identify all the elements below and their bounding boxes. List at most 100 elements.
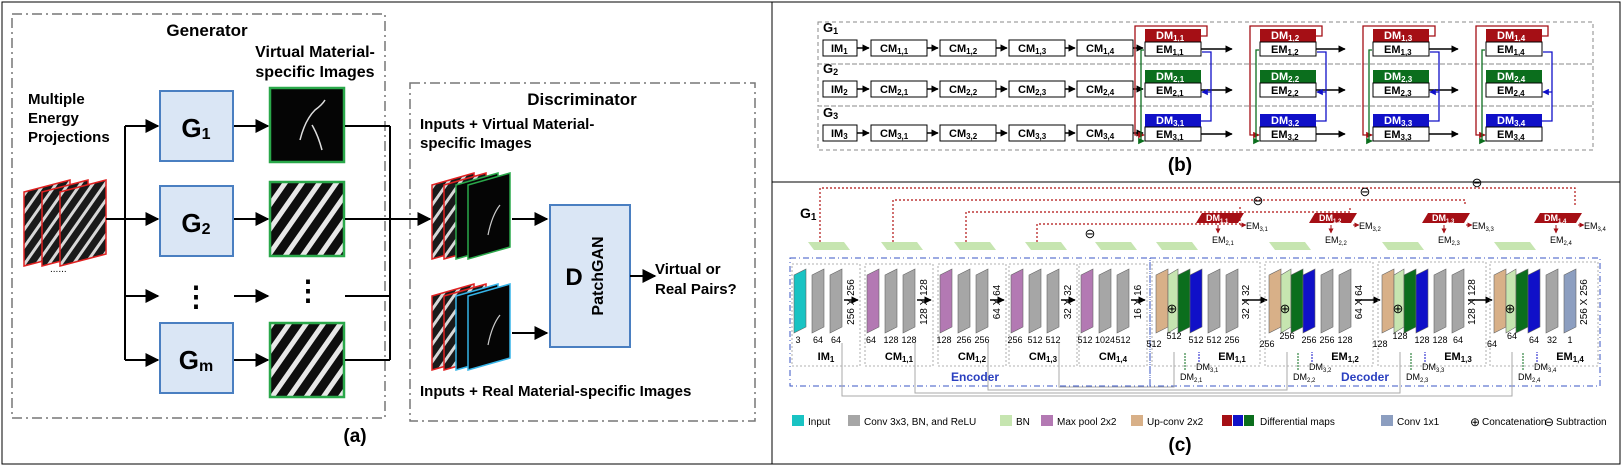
channel-count: 512 [1206, 335, 1221, 345]
bn-slab [1494, 242, 1536, 250]
concat-symbol: ⊕ [1167, 301, 1178, 316]
dm-feedback-line [1256, 49, 1259, 141]
skip-connection [965, 206, 1351, 242]
differential-map-slab [1515, 268, 1529, 334]
svg-text:D: D [565, 264, 582, 291]
em-label: EM2,2 [1271, 85, 1299, 98]
concat-symbol: ⊕ [1505, 301, 1516, 316]
block-size: 16 X 16 [1133, 284, 1144, 319]
conv-slab [1433, 268, 1447, 334]
cm-label: CM3,3 [1018, 128, 1047, 141]
channel-count: 3 [795, 335, 800, 345]
em-right-label: EM3,2 [1359, 221, 1382, 233]
row-box [817, 63, 1594, 107]
dm-feedback-line [1542, 51, 1553, 122]
em-label: EM3,1 [1156, 129, 1184, 142]
em-label: EM3,4 [1497, 129, 1525, 142]
skip-connection [892, 199, 1466, 242]
concat-line [1058, 343, 1175, 388]
cm-label: CM3,4 [1086, 128, 1115, 141]
channel-count: 64 [1507, 331, 1517, 341]
dm-label: DM1,3 [1384, 30, 1413, 43]
em-label: EM2,4 [1497, 85, 1525, 98]
conv-slab [829, 268, 843, 334]
output-label-line2: Real Pairs? [655, 281, 737, 298]
inputs-real-label: Inputs + Real Material-specific Images [420, 383, 691, 400]
block-size: 256 X 256 [1579, 279, 1590, 325]
em-label: EM3,3 [1384, 129, 1412, 142]
em-label: EM1,2 [1271, 44, 1299, 57]
caption-b: (b) [1168, 155, 1192, 176]
im-label: IM2 [831, 84, 848, 97]
conv-slab [884, 268, 898, 334]
legend-swatch [1041, 415, 1053, 426]
cm-label: CM2,3 [1018, 84, 1047, 97]
em-label: EM2,1 [1156, 85, 1184, 98]
virtual-pair-stack [431, 172, 511, 260]
block-label: EM1,3 [1444, 351, 1472, 364]
block-frame [864, 263, 934, 367]
bn-slab [954, 242, 996, 250]
em-below-label: EM2,2 [1325, 235, 1348, 247]
differential-map-slab [1290, 268, 1304, 334]
channel-count: 256 [956, 335, 971, 345]
legend-label: Conv 1x1 [1397, 417, 1440, 428]
cm-label: CM1,2 [949, 43, 978, 56]
channel-count: 128 [1432, 335, 1447, 345]
virtual-image-2 [268, 180, 346, 258]
encoder-label: Encoder [951, 370, 999, 384]
dm-label: DM1,1 [1156, 30, 1185, 43]
generator-title: Generator [166, 21, 248, 40]
concat-line [841, 343, 1513, 397]
channel-count: 256 [1259, 339, 1274, 349]
legend-symbol: ⊕ [1470, 415, 1480, 429]
differential-map-slab [1302, 268, 1316, 334]
legend-label: Input [808, 417, 830, 428]
dm-label: DM3,3 [1384, 115, 1413, 128]
conv-slab [1207, 268, 1221, 334]
cm-label: CM2,2 [949, 84, 978, 97]
differential-map-slab [1415, 268, 1429, 334]
block-frame [937, 263, 1007, 367]
legend-label: Concatenation [1482, 417, 1547, 428]
input-image-stack: ...... [23, 179, 107, 275]
dm-feedback-line [1201, 51, 1212, 122]
differential-map-slab [1177, 268, 1191, 334]
cm-label: CM1,3 [1018, 43, 1047, 56]
maxpool-slab [1010, 268, 1024, 334]
channel-count: 64 [813, 335, 823, 345]
dm-label: DM1,4 [1497, 30, 1526, 43]
dm-feedback-line [1249, 25, 1323, 139]
bn-slab [1269, 242, 1311, 250]
dm-box [1486, 114, 1542, 127]
conv-slab [1116, 268, 1130, 334]
block-size: 256 X 256 [846, 279, 857, 325]
subtraction-symbol: ⊖ [1472, 175, 1483, 190]
channel-count: 128 [1414, 335, 1429, 345]
channel-count: 64 [831, 335, 841, 345]
block-label: CM1,1 [885, 351, 914, 364]
channel-count: 32 [1547, 335, 1557, 345]
dm-feedback-line [1475, 25, 1549, 139]
channel-count: 512 [1188, 335, 1203, 345]
dm-box [1260, 29, 1316, 42]
cm-label: CM3,2 [949, 128, 978, 141]
generator-g1: G1 [159, 90, 234, 162]
dm-top-label: DM1,1 [1206, 213, 1229, 225]
skip-connection [1036, 206, 1241, 242]
channel-count: 512 [1146, 339, 1161, 349]
dm-label: DM2,2 [1271, 71, 1300, 84]
channel-count: 512 [1166, 331, 1181, 341]
channel-count: 128 [1372, 339, 1387, 349]
channel-count: 128 [1392, 331, 1407, 341]
dm-top-label: DM1,4 [1544, 213, 1567, 225]
dm-top-slab [1534, 213, 1582, 223]
channel-count: 128 [883, 335, 898, 345]
input-label-line3: Projections [28, 129, 110, 146]
legend-label: Differential maps [1260, 417, 1335, 428]
channel-count: 256 [1301, 335, 1316, 345]
dm-box [1145, 70, 1201, 83]
svg-text:PatchGAN: PatchGAN [590, 236, 607, 315]
